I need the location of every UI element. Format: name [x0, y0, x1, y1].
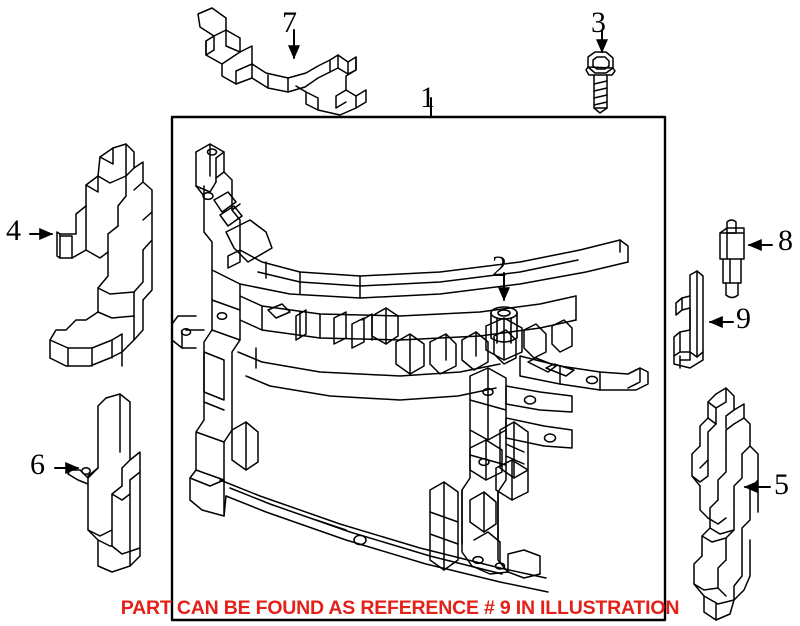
callout-leaders [29, 29, 773, 493]
part-6-lower-bracket [67, 393, 141, 573]
part-7-upper-tie-bar [197, 7, 367, 116]
part-1-radiator-support-assembly [171, 143, 649, 593]
part-4-left-support-bracket [49, 143, 153, 367]
callout-number-3: 3 [591, 6, 606, 39]
part-3-hex-bolt [585, 51, 616, 114]
reference-notice-text: PART CAN BE FOUND AS REFERENCE # 9 IN IL… [120, 597, 680, 619]
part-5-right-support-bracket [691, 387, 759, 621]
callout-number-9: 9 [736, 302, 751, 335]
callout-number-8: 8 [778, 224, 793, 257]
callout-number-5: 5 [774, 468, 789, 501]
part-9-side-stay-bracket [673, 270, 704, 369]
part-8-retainer-clip [719, 219, 745, 299]
callout-number-1: 1 [420, 81, 435, 114]
callout-number-4: 4 [6, 214, 21, 247]
callout-number-2: 2 [492, 250, 507, 283]
callout-number-7: 7 [282, 6, 297, 39]
callout-number-6: 6 [30, 448, 45, 481]
